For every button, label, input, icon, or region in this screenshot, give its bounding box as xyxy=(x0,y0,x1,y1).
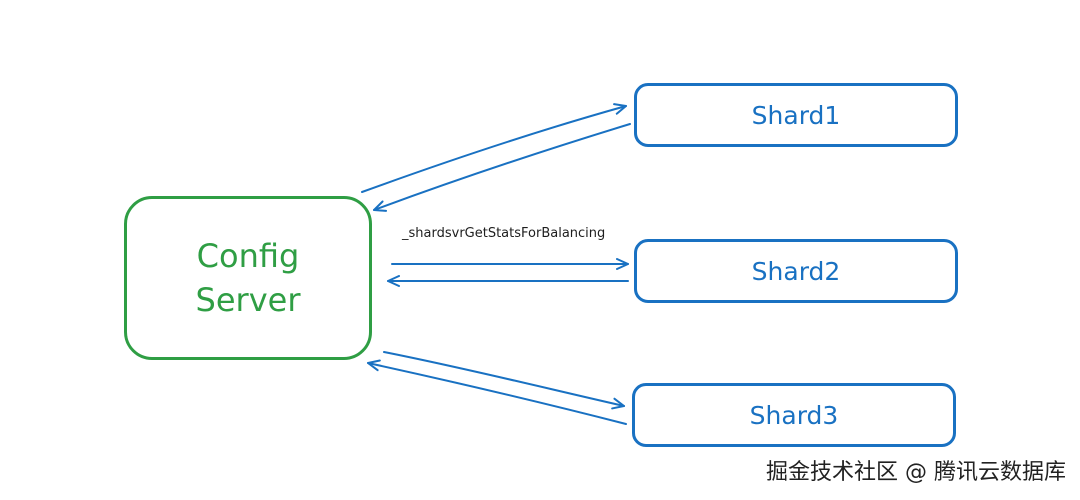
shard1-label: Shard1 xyxy=(751,100,841,130)
config-server-label-line1: Config xyxy=(196,237,300,275)
shard2-node: Shard2 xyxy=(634,239,958,303)
edge-label-command: _shardsvrGetStatsForBalancing xyxy=(402,226,606,241)
shard2-label: Shard2 xyxy=(751,256,841,286)
shard1-node: Shard1 xyxy=(634,83,958,147)
shard3-label: Shard3 xyxy=(749,400,839,430)
config-server-label-line2: Server xyxy=(195,281,301,319)
arrow-shard3-to-config xyxy=(367,359,627,425)
shard3-node: Shard3 xyxy=(632,383,956,447)
config-server-node: Config Server xyxy=(124,196,372,360)
arrow-config-to-shard3 xyxy=(383,351,625,410)
watermark: 掘金技术社区 @ 腾讯云数据库 xyxy=(766,460,1066,485)
arrow-shard1-to-config xyxy=(373,123,631,212)
arrow-config-to-shard1 xyxy=(361,103,627,193)
